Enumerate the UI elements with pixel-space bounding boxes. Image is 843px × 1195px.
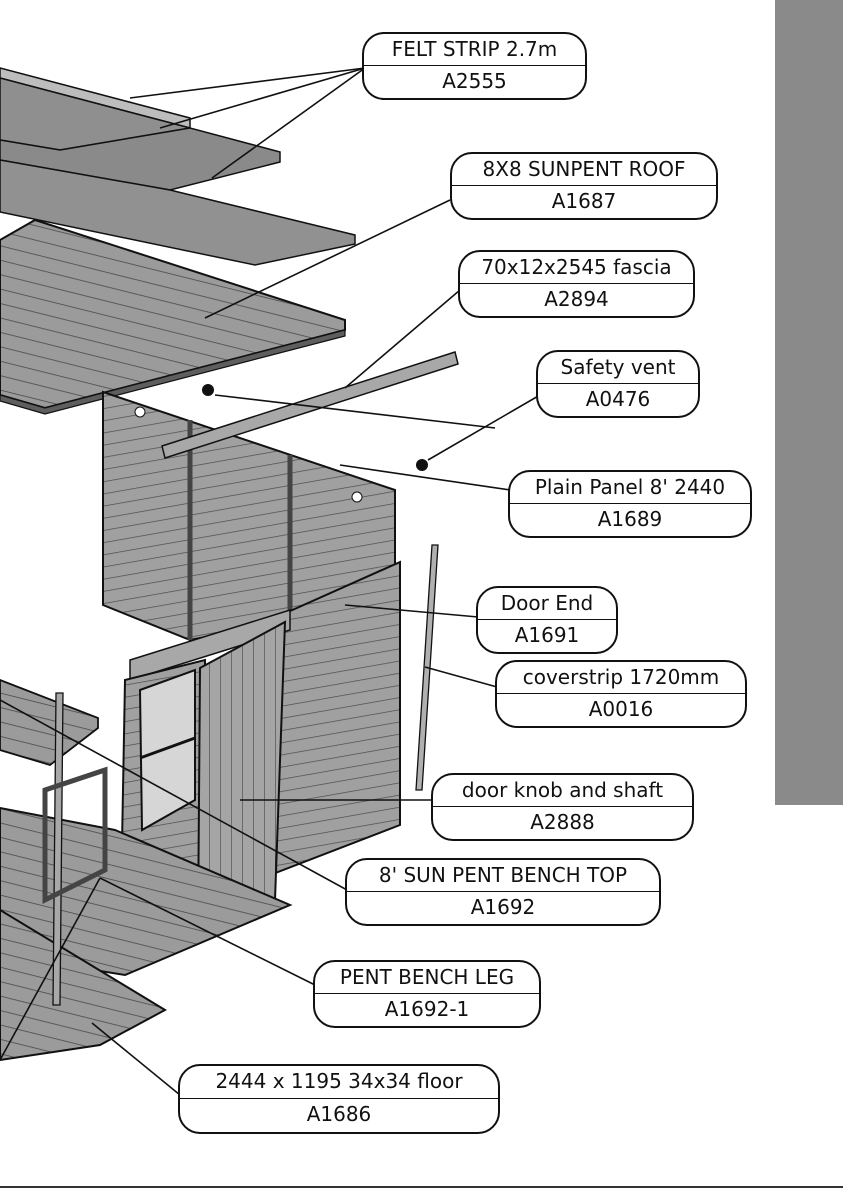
label-code: A0016 — [497, 694, 745, 726]
label-safety-vent: Safety vent A0476 — [536, 350, 700, 418]
label-code: A2888 — [433, 807, 692, 839]
sidebar-strip — [775, 0, 843, 805]
label-code: A0476 — [538, 384, 698, 416]
label-felt-strip: FELT STRIP 2.7m A2555 — [362, 32, 587, 100]
label-code: A1686 — [180, 1099, 498, 1132]
label-name: Safety vent — [538, 352, 698, 384]
label-code: A1691 — [478, 620, 616, 652]
label-name: 2444 x 1195 34x34 floor — [180, 1066, 498, 1099]
label-name: Plain Panel 8' 2440 — [510, 472, 750, 504]
label-code: A2555 — [364, 66, 585, 98]
safety-vent-1 — [202, 384, 214, 396]
safety-vent-2 — [416, 459, 428, 471]
label-code: A1692-1 — [315, 994, 539, 1026]
label-code: A1689 — [510, 504, 750, 536]
label-name: Door End — [478, 588, 616, 620]
label-code: A1692 — [347, 892, 659, 924]
label-floor: 2444 x 1195 34x34 floor A1686 — [178, 1064, 500, 1134]
label-name: door knob and shaft — [433, 775, 692, 807]
page-bottom-rule — [0, 1186, 843, 1188]
label-name: 8' SUN PENT BENCH TOP — [347, 860, 659, 892]
label-door-end: Door End A1691 — [476, 586, 618, 654]
label-plain-panel: Plain Panel 8' 2440 A1689 — [508, 470, 752, 538]
label-name: PENT BENCH LEG — [315, 962, 539, 994]
label-sunpent-roof: 8X8 SUNPENT ROOF A1687 — [450, 152, 718, 220]
label-fascia: 70x12x2545 fascia A2894 — [458, 250, 695, 318]
label-code: A1687 — [452, 186, 716, 218]
label-bench-top: 8' SUN PENT BENCH TOP A1692 — [345, 858, 661, 926]
label-name: FELT STRIP 2.7m — [364, 34, 585, 66]
label-bench-leg: PENT BENCH LEG A1692-1 — [313, 960, 541, 1028]
label-coverstrip: coverstrip 1720mm A0016 — [495, 660, 747, 728]
label-name: 8X8 SUNPENT ROOF — [452, 154, 716, 186]
label-door-knob: door knob and shaft A2888 — [431, 773, 694, 841]
label-name: coverstrip 1720mm — [497, 662, 745, 694]
label-name: 70x12x2545 fascia — [460, 252, 693, 284]
label-code: A2894 — [460, 284, 693, 316]
